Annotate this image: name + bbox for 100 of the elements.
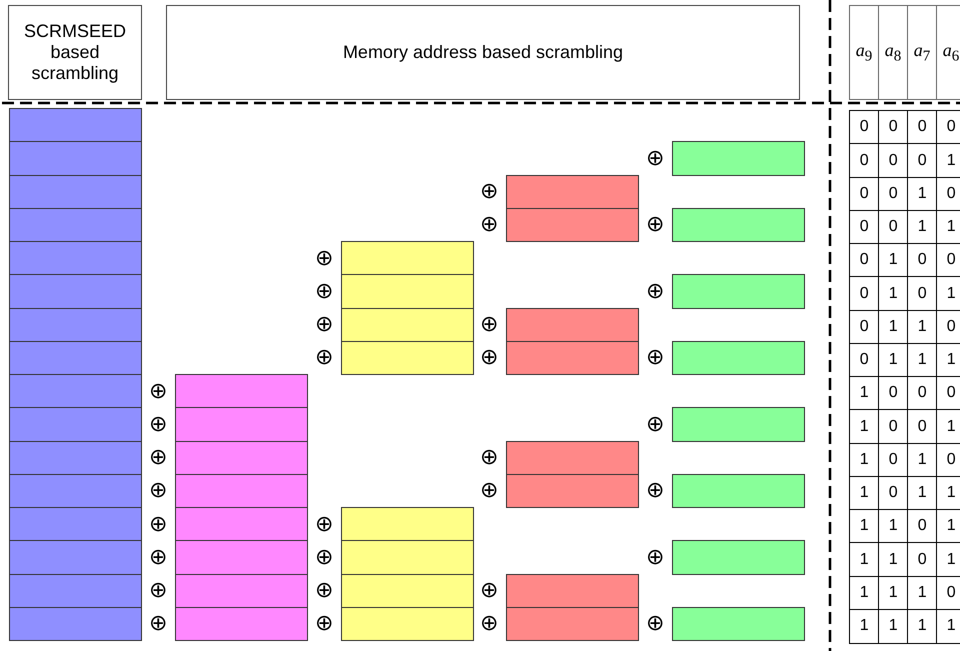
data-block (672, 340, 805, 375)
xor-symbol: ⊕ (645, 212, 665, 236)
column-header: a$_{8}$ (878, 5, 908, 100)
xor-symbol: ⊕ (314, 578, 334, 602)
table-cell: 1 (849, 608, 880, 644)
header-box (8, 5, 142, 100)
table-cell: 0 (878, 143, 908, 178)
table-cell: 0 (907, 143, 938, 178)
table-cell: 1 (878, 608, 908, 644)
table-cell: 0 (907, 409, 938, 444)
table-cell: 0 (936, 110, 960, 145)
xor-symbol: ⊕ (148, 512, 168, 536)
data-block (672, 274, 805, 308)
xor-symbol: ⊕ (645, 611, 665, 636)
data-block (9, 274, 142, 308)
data-block (341, 340, 474, 375)
data-block (506, 574, 639, 608)
data-block (341, 274, 474, 308)
data-block (9, 208, 142, 242)
xor-symbol: ⊕ (479, 611, 499, 636)
header-text: SCRMSEED based scrambling (22, 21, 127, 84)
xor-symbol: ⊕ (148, 578, 168, 602)
table-cell: 1 (878, 276, 908, 311)
xor-symbol: ⊕ (148, 445, 168, 470)
table-cell: 1 (907, 608, 938, 644)
xor-symbol: ⊕ (148, 412, 168, 436)
xor-symbol: ⊕ (314, 512, 334, 536)
data-block (672, 474, 805, 508)
data-block (9, 574, 142, 608)
xor-symbol: ⊕ (479, 345, 499, 370)
data-block (341, 308, 474, 342)
data-block (506, 174, 639, 209)
data-block (9, 141, 142, 176)
xor-symbol: ⊕ (148, 478, 168, 502)
data-block (341, 507, 474, 542)
data-block (672, 606, 805, 641)
xor-symbol: ⊕ (479, 179, 499, 204)
data-block (9, 540, 142, 574)
xor-symbol: ⊕ (479, 478, 499, 502)
xor-symbol: ⊕ (645, 345, 665, 370)
table-cell: 1 (849, 409, 880, 444)
data-block (9, 108, 142, 142)
table-cell: 1 (936, 608, 960, 644)
data-block (9, 440, 142, 475)
xor-symbol: ⊕ (645, 412, 665, 436)
xor-symbol: ⊕ (479, 212, 499, 236)
xor-symbol: ⊕ (645, 146, 665, 170)
table-cell: 0 (907, 276, 938, 311)
data-block (9, 407, 142, 442)
data-block (175, 540, 308, 574)
data-block (672, 141, 805, 176)
xor-symbol: ⊕ (645, 478, 665, 502)
data-block (672, 407, 805, 442)
data-block (9, 340, 142, 375)
table-cell: 0 (878, 409, 908, 444)
table-cell: 1 (878, 542, 908, 577)
xor-symbol: ⊕ (148, 611, 168, 636)
data-block (175, 574, 308, 608)
header-text: Memory address based scrambling (342, 42, 624, 63)
xor-symbol: ⊕ (314, 278, 334, 303)
xor-symbol: ⊕ (314, 312, 334, 336)
table-cell: 0 (936, 376, 960, 411)
data-block (9, 241, 142, 276)
xor-symbol: ⊕ (314, 246, 334, 270)
data-block (506, 606, 639, 641)
table-cell: 1 (936, 276, 960, 311)
table-cell: 1 (936, 542, 960, 577)
data-block (175, 407, 308, 442)
data-block (175, 474, 308, 508)
xor-symbol: ⊕ (314, 345, 334, 370)
data-block (175, 440, 308, 475)
column-header: a$_{9}$ (849, 5, 879, 100)
data-block (341, 241, 474, 276)
data-block (506, 340, 639, 375)
data-block (341, 574, 474, 608)
table-cell: 0 (936, 243, 960, 278)
table-cell: 1 (936, 409, 960, 444)
data-block (9, 474, 142, 508)
xor-symbol: ⊕ (645, 544, 665, 569)
table-cell: 0 (849, 143, 880, 178)
data-block (506, 208, 639, 242)
xor-symbol: ⊕ (645, 278, 665, 303)
data-block (672, 540, 805, 574)
table-cell: 1 (936, 509, 960, 544)
table-cell: 1 (936, 143, 960, 178)
xor-symbol: ⊕ (148, 544, 168, 569)
column-header: a$_{6}$ (936, 5, 960, 100)
table-cell: 0 (907, 542, 938, 577)
data-block (506, 440, 639, 475)
xor-symbol: ⊕ (479, 578, 499, 602)
xor-symbol: ⊕ (148, 378, 168, 403)
data-block (506, 474, 639, 508)
table-cell: 1 (849, 542, 880, 577)
xor-symbol: ⊕ (479, 312, 499, 336)
xor-symbol: ⊕ (314, 611, 334, 636)
data-block (175, 606, 308, 641)
data-block (175, 374, 308, 408)
data-block (9, 606, 142, 641)
data-block (672, 208, 805, 242)
data-block (341, 606, 474, 641)
